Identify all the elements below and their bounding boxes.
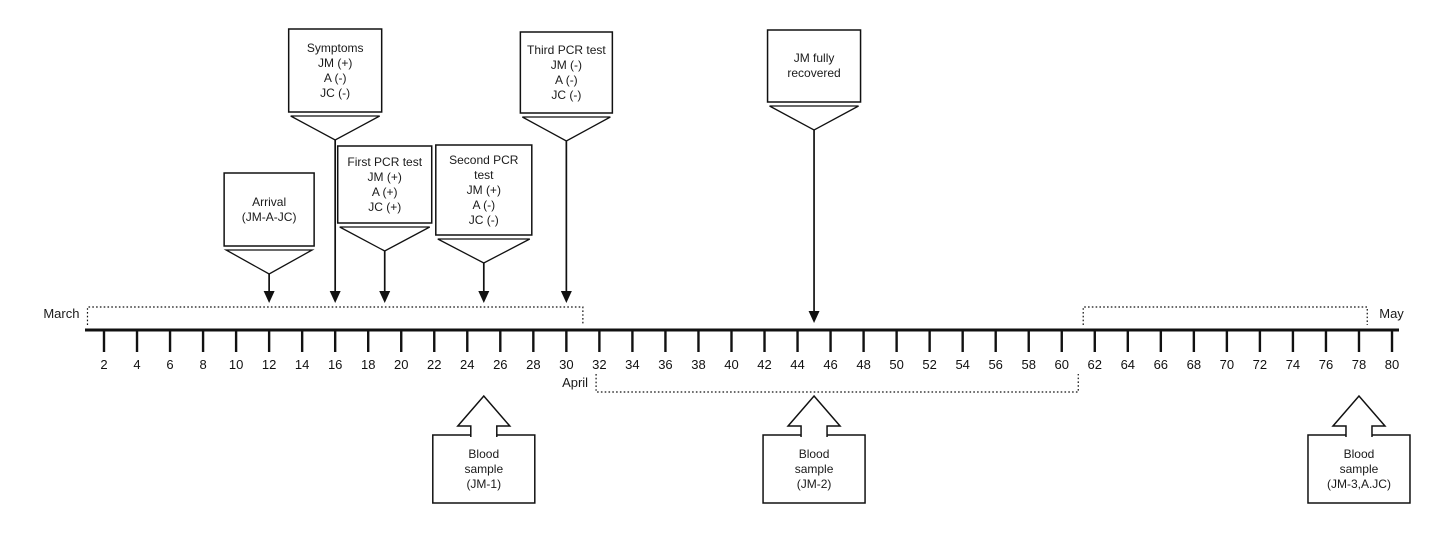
svg-text:76: 76 [1319, 357, 1333, 372]
svg-text:70: 70 [1220, 357, 1234, 372]
svg-text:64: 64 [1121, 357, 1135, 372]
svg-text:12: 12 [262, 357, 276, 372]
svg-text:28: 28 [526, 357, 540, 372]
svg-text:66: 66 [1154, 357, 1168, 372]
svg-text:56: 56 [988, 357, 1002, 372]
svg-text:18: 18 [361, 357, 375, 372]
month-label-march: March [43, 306, 80, 321]
svg-text:48: 48 [856, 357, 870, 372]
svg-text:22: 22 [427, 357, 441, 372]
svg-text:50: 50 [889, 357, 903, 372]
month-label-may: May [1379, 306, 1404, 321]
svg-text:24: 24 [460, 357, 474, 372]
svg-text:62: 62 [1088, 357, 1102, 372]
svg-text:46: 46 [823, 357, 837, 372]
svg-text:54: 54 [955, 357, 969, 372]
svg-text:38: 38 [691, 357, 705, 372]
svg-text:6: 6 [166, 357, 173, 372]
svg-text:52: 52 [922, 357, 936, 372]
svg-text:4: 4 [133, 357, 140, 372]
svg-text:44: 44 [790, 357, 804, 372]
svg-text:60: 60 [1055, 357, 1069, 372]
svg-text:20: 20 [394, 357, 408, 372]
svg-text:36: 36 [658, 357, 672, 372]
svg-text:80: 80 [1385, 357, 1399, 372]
svg-text:14: 14 [295, 357, 309, 372]
svg-text:74: 74 [1286, 357, 1300, 372]
svg-text:68: 68 [1187, 357, 1201, 372]
svg-text:72: 72 [1253, 357, 1267, 372]
callout-arrival: Arrival(JM-A-JC) [241, 194, 297, 224]
svg-text:2: 2 [100, 357, 107, 372]
svg-text:58: 58 [1021, 357, 1035, 372]
svg-text:30: 30 [559, 357, 573, 372]
svg-text:32: 32 [592, 357, 606, 372]
svg-text:34: 34 [625, 357, 639, 372]
svg-text:8: 8 [199, 357, 206, 372]
svg-text:26: 26 [493, 357, 507, 372]
svg-text:42: 42 [757, 357, 771, 372]
svg-text:16: 16 [328, 357, 342, 372]
month-label-april: April [562, 375, 589, 390]
svg-text:78: 78 [1352, 357, 1366, 372]
svg-text:10: 10 [229, 357, 243, 372]
svg-text:40: 40 [724, 357, 738, 372]
